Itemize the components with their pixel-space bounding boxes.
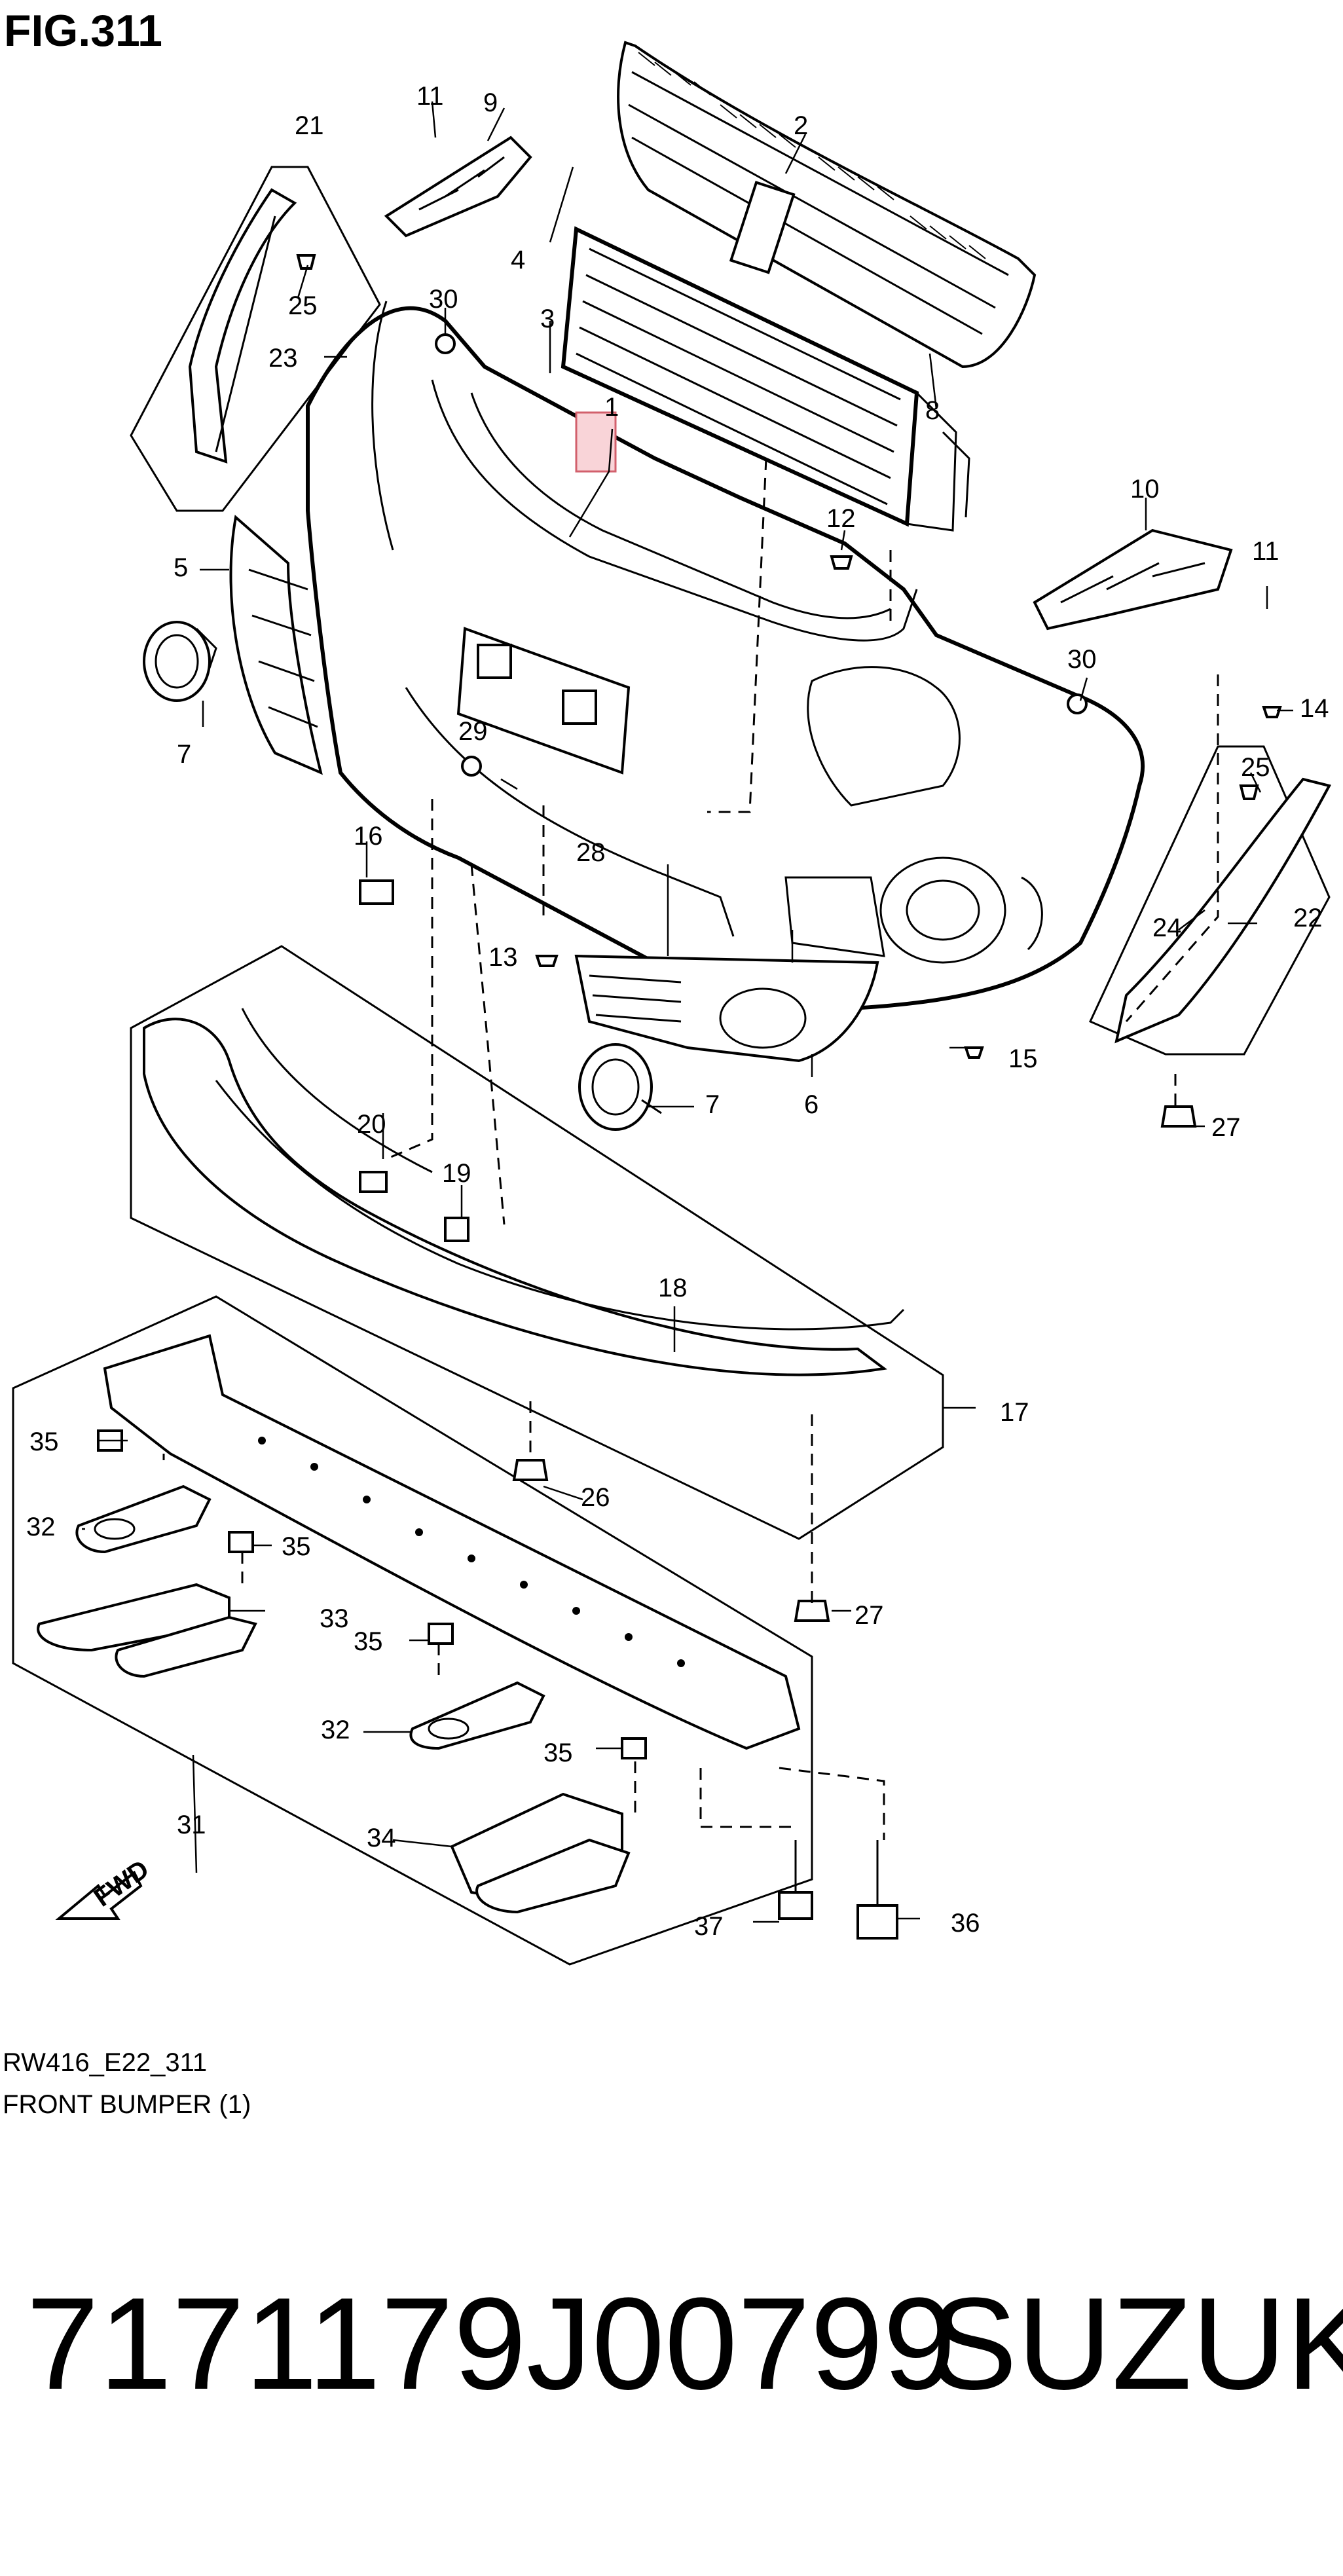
callout-28: 28	[576, 838, 606, 867]
diagram-code: RW416_E22_311	[3, 2048, 208, 2077]
fog-bezel-left	[229, 515, 323, 775]
callout-17: 17	[1000, 1398, 1029, 1427]
callout-24: 24	[1152, 913, 1182, 942]
callout-35-d: 35	[543, 1739, 573, 1767]
fwd-label: FWD	[89, 1854, 155, 1912]
callout-35-a: 35	[29, 1427, 59, 1456]
callout-27-right: 27	[1211, 1113, 1241, 1142]
callout-29: 29	[458, 717, 488, 746]
exploded-view-drawing: FWD 1 2 3 4 5 6 7 7 8 9 10 11 11 12 13 1…	[12, 41, 1331, 1966]
side-bracket-right	[1033, 528, 1233, 631]
callout-13: 13	[488, 943, 518, 972]
callout-26: 26	[581, 1483, 610, 1512]
fog-lamp-right	[578, 1043, 662, 1131]
reference-lines	[162, 458, 1219, 1840]
upper-bracket	[384, 136, 532, 238]
highlight-marker	[575, 411, 617, 473]
section-title: FRONT BUMPER (1)	[3, 2090, 251, 2119]
callout-2: 2	[794, 111, 808, 140]
callout-35-c: 35	[354, 1627, 383, 1656]
callout-27-lower: 27	[855, 1601, 884, 1630]
footer-band	[0, 2148, 1343, 2576]
brand-name: SUZUKI	[930, 2271, 1343, 2417]
callout-37: 37	[694, 1912, 724, 1941]
grille-frame	[561, 226, 970, 532]
callout-4: 4	[511, 246, 525, 274]
side-extension-right	[1088, 745, 1331, 1056]
callout-5: 5	[174, 553, 188, 582]
callout-35-b: 35	[282, 1532, 311, 1561]
callout-6: 6	[804, 1090, 819, 1119]
callout-15: 15	[1008, 1044, 1038, 1073]
callout-30-left: 30	[429, 285, 458, 314]
callout-30-right: 30	[1067, 645, 1097, 674]
front-bumper-body	[306, 301, 1145, 1011]
callout-10: 10	[1130, 475, 1160, 504]
side-extension-left	[130, 166, 381, 512]
callout-22: 22	[1293, 904, 1323, 932]
part-number: 7171179J00799	[26, 2271, 956, 2417]
leader-lines	[82, 101, 1293, 1923]
upper-grille-mesh	[617, 41, 1037, 369]
callout-23: 23	[268, 344, 298, 373]
callout-25-right: 25	[1241, 753, 1270, 782]
callout-32-left: 32	[26, 1513, 56, 1541]
callout-36: 36	[951, 1909, 980, 1938]
callout-12: 12	[826, 504, 856, 533]
callout-9: 9	[483, 88, 498, 117]
callout-labels: 1 2 3 4 5 6 7 7 8 9 10 11 11 12 13 14 15…	[26, 82, 1329, 1941]
lower-spoiler-group	[130, 945, 944, 1540]
callout-33: 33	[320, 1604, 349, 1633]
callout-20: 20	[357, 1110, 386, 1139]
callout-18: 18	[658, 1274, 688, 1302]
callout-19: 19	[442, 1159, 471, 1188]
fog-bezel-right	[574, 954, 879, 1063]
callout-11-right: 11	[1252, 537, 1279, 566]
callout-11-left: 11	[416, 82, 444, 111]
callout-32-lower: 32	[321, 1716, 350, 1744]
figure-title: FIG.311	[4, 6, 162, 56]
callout-34: 34	[367, 1824, 396, 1852]
callout-14: 14	[1300, 694, 1329, 723]
parts-diagram: FIG.311	[3, 6, 1331, 2119]
callout-7-left: 7	[177, 740, 191, 769]
callout-1: 1	[604, 393, 619, 422]
callout-31: 31	[177, 1811, 206, 1839]
callout-7-right: 7	[705, 1090, 720, 1119]
callout-3: 3	[540, 304, 555, 333]
callout-21: 21	[295, 111, 324, 140]
fog-lamp-left	[143, 621, 217, 702]
callout-8: 8	[925, 396, 940, 425]
forward-direction-arrow: FWD	[55, 1854, 155, 1920]
lower-reinforcement-group	[12, 1295, 813, 1966]
callout-16: 16	[354, 822, 383, 851]
callout-25-left: 25	[288, 291, 318, 320]
